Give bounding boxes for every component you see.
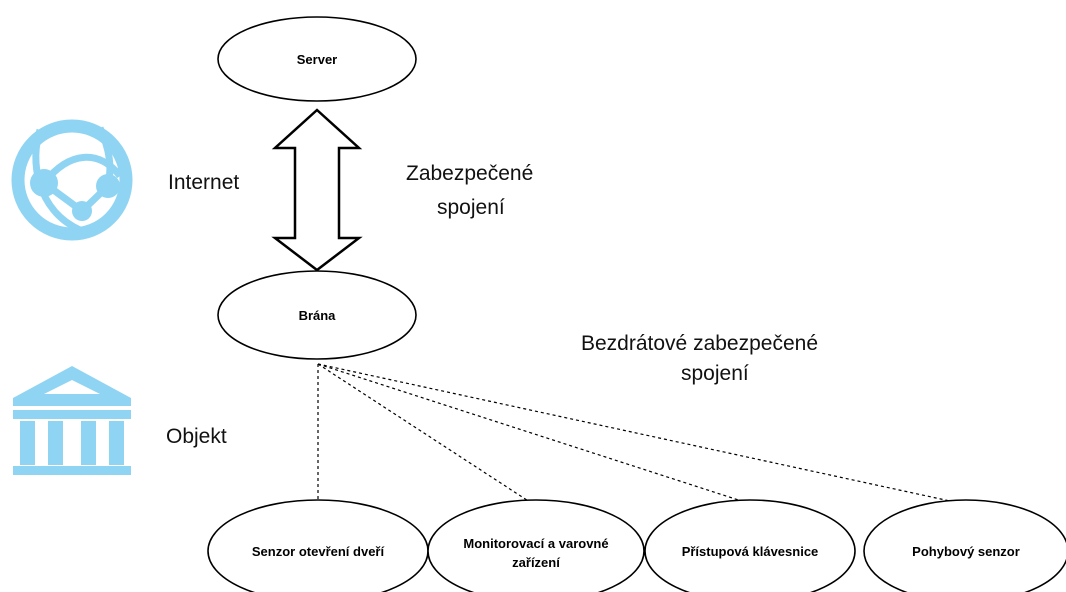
wireless-connections [317,363,974,507]
globe-network-icon [11,119,133,241]
object-label: Objekt [166,425,227,448]
keypad-node: Přístupová klávesnice [644,499,856,592]
keypad-label: Přístupová klávesnice [682,544,819,559]
connection-keypad [317,363,758,507]
connection-motion-sensor [317,363,974,507]
motion-sensor-node: Pohybový senzor [863,499,1066,592]
door-sensor-node: Senzor otevření dveří [207,499,429,592]
server-node: Server [217,16,417,102]
warning-device-label-line1: Monitorovací a varovné [463,536,608,551]
wireless-connection-label-line2: spojení [681,362,749,385]
warning-device-node: Monitorovací a varovné zařízení [427,499,645,592]
motion-sensor-label: Pohybový senzor [912,544,1020,559]
internet-label: Internet [168,171,239,194]
door-sensor-label: Senzor otevření dveří [252,544,385,559]
secure-connection-label-line2: spojení [437,196,505,219]
gateway-label: Brána [299,308,337,323]
building-icon [13,366,131,475]
warning-device-label-line2: zařízení [512,555,560,570]
wireless-connection-label-line1: Bezdrátové zabezpečené [581,332,818,355]
bidirectional-arrow [271,108,363,272]
gateway-node: Brána [217,270,417,360]
secure-connection-label-line1: Zabezpečené [406,162,533,185]
connection-warning-device [317,363,537,507]
server-label: Server [297,52,337,67]
